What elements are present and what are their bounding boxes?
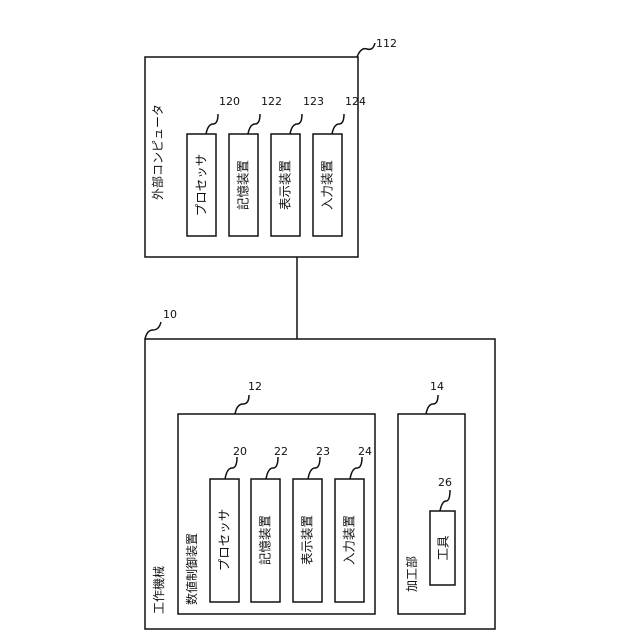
- ext-display-label: 表示装置: [278, 160, 293, 210]
- numerical-controller-leader: [235, 395, 249, 414]
- nc-processor-leader: [225, 457, 237, 479]
- nc-processor-ref: 20: [233, 445, 247, 458]
- ext-display-leader: [290, 114, 302, 134]
- nc-input-label: 入力装置: [342, 515, 357, 565]
- external-computer-block: 112 外部コンピュータ 120 プロセッサ 122 記憶装置 123 表示装置…: [145, 37, 397, 257]
- machining-unit-ref: 14: [430, 380, 444, 393]
- ext-input-leader: [332, 114, 344, 134]
- ext-storage-ref: 122: [261, 95, 282, 108]
- tool-leader: [440, 490, 450, 511]
- machine-tool-title: 工作機械: [151, 566, 166, 614]
- numerical-controller-ref: 12: [248, 380, 262, 393]
- external-computer-leader: [357, 43, 375, 57]
- tool-ref: 26: [438, 476, 452, 489]
- numerical-controller-block: 12 数値制御装置 20 プロセッサ 22 記憶装置 23 表示装置 24 入力…: [178, 380, 375, 614]
- ext-input-ref: 124: [345, 95, 366, 108]
- external-computer-title: 外部コンピュータ: [150, 104, 165, 200]
- machine-tool-leader: [145, 322, 161, 339]
- nc-display-leader: [308, 457, 320, 479]
- ext-storage-label: 記憶装置: [236, 160, 251, 210]
- ext-display-ref: 123: [303, 95, 324, 108]
- machine-tool-block: 10 工作機械 12 数値制御装置 20 プロセッサ 22 記憶装置 23 表示…: [145, 308, 495, 629]
- numerical-controller-title: 数値制御装置: [184, 533, 199, 605]
- nc-processor-label: プロセッサ: [217, 509, 232, 572]
- tool-label: 工具: [436, 535, 451, 561]
- nc-storage-label: 記憶装置: [258, 515, 273, 565]
- nc-storage-ref: 22: [274, 445, 288, 458]
- machining-unit-leader: [426, 395, 438, 414]
- machining-unit-block: 14 加工部 26 工具: [398, 380, 465, 614]
- ext-input-label: 入力装置: [320, 160, 335, 210]
- nc-display-ref: 23: [316, 445, 330, 458]
- ext-processor-leader: [206, 114, 218, 134]
- external-computer-box: [145, 57, 358, 257]
- ext-processor-label: プロセッサ: [194, 154, 209, 217]
- nc-input-ref: 24: [358, 445, 372, 458]
- machine-tool-ref: 10: [163, 308, 177, 321]
- ext-processor-ref: 120: [219, 95, 240, 108]
- ext-storage-leader: [248, 114, 260, 134]
- nc-display-label: 表示装置: [300, 515, 315, 565]
- nc-storage-leader: [266, 457, 278, 479]
- machining-unit-title: 加工部: [404, 556, 419, 592]
- external-computer-ref: 112: [376, 37, 397, 50]
- nc-input-leader: [350, 457, 362, 479]
- numerical-controller-box: [178, 414, 375, 614]
